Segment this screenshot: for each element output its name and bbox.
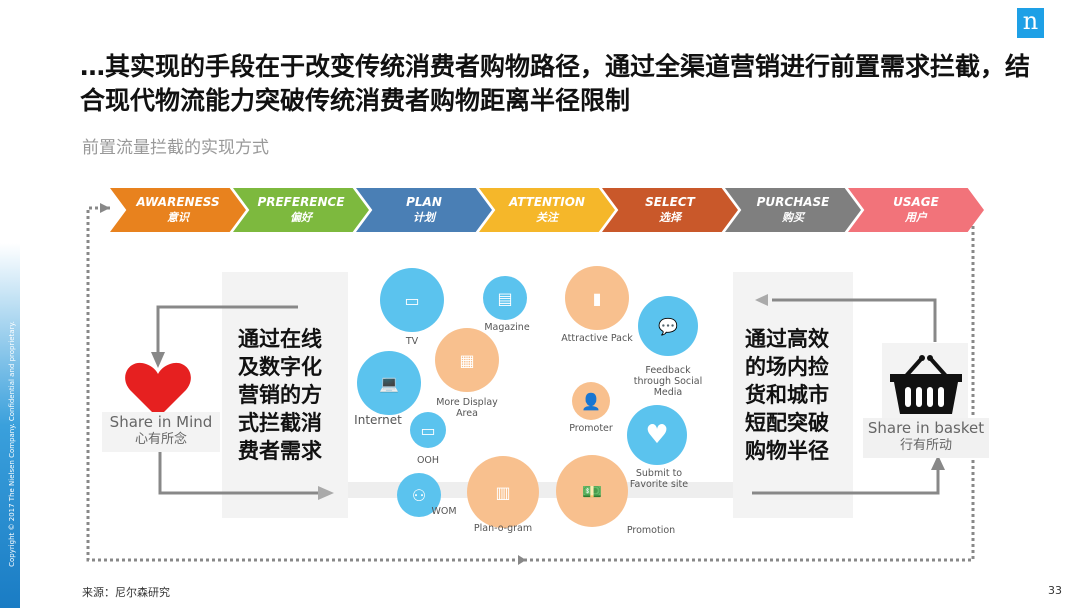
right-description: 通过高效的场内捡货和城市短配突破购物半径 <box>745 327 829 463</box>
submit-label: Submit to Favorite site <box>629 468 689 490</box>
stage-en: USAGE <box>893 195 939 209</box>
stage-preference: PREFERENCE 偏好 <box>233 188 369 232</box>
share-in-mind-label: Share in Mind 心有所念 <box>102 412 220 452</box>
right-panel <box>733 272 853 518</box>
stage-zh: 意识 <box>167 211 189 224</box>
money-icon: 💵 <box>556 455 628 527</box>
heart-circle-icon: ♥ <box>627 405 687 465</box>
flow-band <box>348 482 733 498</box>
stage-en: PLAN <box>406 195 442 209</box>
stage-select: SELECT 选择 <box>602 188 738 232</box>
wom-icon: ⚇ <box>397 473 441 517</box>
stage-zh: 选择 <box>659 211 681 224</box>
share-in-mind-zh: 心有所念 <box>134 432 187 447</box>
stage-attention: ATTENTION 关注 <box>479 188 615 232</box>
slide-subtitle: 前置流量拦截的实现方式 <box>82 138 269 158</box>
share-in-basket-en: Share in basket <box>867 419 985 437</box>
source-note: 来源：尼尔森研究 <box>82 586 170 599</box>
promoter-icon: 👤 <box>572 382 610 420</box>
magazine-icon: ▤ <box>483 276 527 320</box>
page-number: 33 <box>1048 584 1062 597</box>
stage-en: PURCHASE <box>756 195 830 209</box>
attractive-pack-icon: ▮ <box>565 266 629 330</box>
display-area-label: More Display Area <box>436 397 498 419</box>
attractive-pack-label: Attractive Pack <box>561 333 633 344</box>
planogram-icon: ▥ <box>467 456 539 528</box>
tv-label: TV <box>405 336 419 347</box>
heart-icon <box>125 362 191 418</box>
tv-icon: ▭ <box>380 268 444 332</box>
stage-zh: 用户 <box>905 211 927 224</box>
stage-usage: USAGE 用户 <box>848 188 984 232</box>
magazine-label: Magazine <box>484 322 530 333</box>
basket-icon <box>890 355 962 414</box>
planogram-label: Plan-o-gram <box>473 523 533 534</box>
stage-zh: 计划 <box>413 211 435 224</box>
stage-purchase: PURCHASE 购买 <box>725 188 861 232</box>
ooh-icon: ▭ <box>410 412 446 448</box>
left-panel <box>222 272 348 518</box>
display-area-icon: ▦ <box>435 328 499 392</box>
sidebar-strip <box>0 0 20 608</box>
share-in-basket-label: Share in basket 行有所动 <box>863 418 989 458</box>
stage-en: AWARENESS <box>136 195 220 209</box>
stage-en: ATTENTION <box>509 195 585 209</box>
promoter-label: Promoter <box>569 423 613 434</box>
ooh-label: OOH <box>416 455 440 466</box>
stage-en: PREFERENCE <box>257 195 345 209</box>
internet-icon: 💻 <box>357 351 421 415</box>
stage-en: SELECT <box>645 195 695 209</box>
stage-zh: 关注 <box>536 211 558 224</box>
promotion-label: Promotion <box>626 525 676 536</box>
speech-bubble-icon: 💬 <box>638 296 698 356</box>
stage-awareness: AWARENESS 意识 <box>110 188 246 232</box>
loop-arrow-icon <box>100 203 110 213</box>
share-in-basket-zh: 行有所动 <box>899 438 952 453</box>
stage-zh: 购买 <box>782 211 804 224</box>
internet-label: Internet <box>354 413 402 427</box>
stage-plan: PLAN 计划 <box>356 188 492 232</box>
wom-label: WOM <box>431 506 457 517</box>
left-description: 通过在线及数字化营销的方式拦截消费者需求 <box>238 327 322 463</box>
stage-zh: 偏好 <box>290 211 312 224</box>
share-in-mind-en: Share in Mind <box>109 413 213 431</box>
slide-title: …其实现的手段在于改变传统消费者购物路径，通过全渠道营销进行前置需求拦截，结合现… <box>80 52 1031 115</box>
feedback-label: Feedback through Social Media <box>633 365 703 398</box>
nielsen-logo: n <box>1017 8 1044 38</box>
